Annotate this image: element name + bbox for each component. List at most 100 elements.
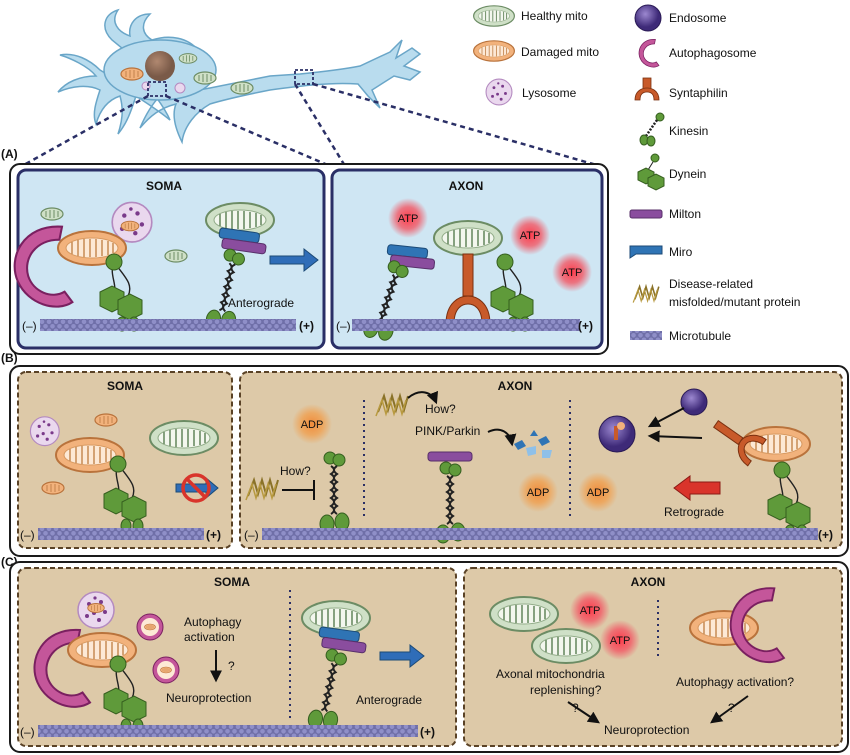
adp-label-3: ADP xyxy=(587,487,610,499)
panel-c-soma-title: SOMA xyxy=(214,575,250,589)
panel-b-axon-box xyxy=(239,371,843,549)
legend-endosome-label: Endosome xyxy=(669,11,727,25)
legend-dynein-label: Dynein xyxy=(669,167,706,181)
autophagy-label-2: activation xyxy=(184,630,235,644)
legend-endosome-icon xyxy=(634,4,662,32)
atp-glow-c-2 xyxy=(600,620,640,660)
legend-kinesin-label: Kinesin xyxy=(669,124,708,138)
curved-arrow xyxy=(407,390,438,405)
panel-b-soma-title: SOMA xyxy=(107,379,143,393)
curved-arrow-2 xyxy=(487,428,517,447)
legend-microtubule-label: Microtubule xyxy=(669,329,731,343)
microtubule-c xyxy=(38,725,418,737)
legend-healthy-mito-icon xyxy=(473,5,516,27)
neuron-illustration xyxy=(21,8,601,168)
legend-miro-label: Miro xyxy=(669,245,693,259)
adp-glow xyxy=(292,404,332,444)
small-healthy-mito xyxy=(40,207,64,221)
legend-milton-icon xyxy=(629,209,663,219)
fragmented-adaptor-icon xyxy=(514,430,552,458)
legend-damaged-mito-icon xyxy=(473,40,516,62)
autophagy-label-1: Autophagy xyxy=(184,615,241,629)
pink-parkin-label: PINK/Parkin xyxy=(415,424,480,438)
autophagy-q-label: Autophagy activation? xyxy=(676,675,794,689)
minus-end-label-b: (–) xyxy=(20,528,35,542)
adp-label-2: ADP xyxy=(527,487,550,499)
plus-end-label-c: (+) xyxy=(420,725,435,739)
anterograde-label: Anterograde xyxy=(228,296,294,310)
panel-c-axon-box xyxy=(463,567,843,747)
legend-miro-icon xyxy=(629,245,663,259)
panel-c-axon-title: AXON xyxy=(631,575,666,589)
healthy-mito-c-axon xyxy=(489,596,559,632)
question-mark-c-2: ? xyxy=(728,701,735,715)
small-healthy-mito-2 xyxy=(164,249,188,263)
arrow-to-endolysosome-2 xyxy=(647,430,703,443)
autophagosome-small-2 xyxy=(152,656,180,684)
atp-glow-3 xyxy=(552,252,592,292)
replenish-label-1: Axonal mitochondria xyxy=(496,667,605,681)
legend-damaged-mito-label: Damaged mito xyxy=(521,45,599,59)
panel-a-label: (A) xyxy=(1,147,18,161)
microtubule xyxy=(40,319,296,331)
adp-label: ADP xyxy=(301,419,324,431)
legend-syntaphilin-icon xyxy=(634,77,660,101)
lysosome-b xyxy=(29,416,60,447)
microtubule-b-soma xyxy=(38,528,204,540)
legend-syntaphilin-label: Syntaphilin xyxy=(669,86,728,100)
legend-dynein-icon xyxy=(637,153,665,191)
plus-end-label: (+) xyxy=(299,319,314,333)
adp-glow-3 xyxy=(578,472,618,512)
legend-kinesin-icon xyxy=(639,112,665,147)
question-mark-c: ? xyxy=(572,701,579,715)
question-mark: ? xyxy=(228,659,235,673)
healthy-mito-anchored xyxy=(433,220,503,256)
legend: Healthy mito Damaged mito Lysosome Endos… xyxy=(473,4,800,343)
legend-healthy-mito-label: Healthy mito xyxy=(521,9,588,23)
anterograde-label-c: Anterograde xyxy=(356,693,422,707)
legend-lysosome-label: Lysosome xyxy=(522,86,577,100)
panel-a-axon-title: AXON xyxy=(449,179,484,193)
syntaphilin-b xyxy=(713,420,767,467)
legend-lysosome-icon xyxy=(485,78,513,106)
atp-label-c: ATP xyxy=(580,605,601,617)
how-label-2: How? xyxy=(425,402,456,416)
how-label: How? xyxy=(280,464,311,478)
atp-label: ATP xyxy=(398,213,419,225)
blocked-transport-icon xyxy=(175,473,219,503)
panel-c: (C) SOMA Autophagy activation ? Neuropro… xyxy=(1,555,849,753)
anterograde-arrow-c xyxy=(379,643,425,669)
inhibition-arrow xyxy=(282,480,315,500)
atp-label-2: ATP xyxy=(520,230,541,242)
autophagosome-small xyxy=(136,613,164,641)
small-damaged-mito xyxy=(94,413,118,427)
endosome xyxy=(680,388,708,416)
endosome-cargo xyxy=(614,422,625,440)
minus-end-label-c: (–) xyxy=(20,725,35,739)
plus-end-label-axon: (+) xyxy=(578,319,593,333)
legend-autophagosome-icon xyxy=(638,38,660,68)
neuroprotection-label-c: Neuroprotection xyxy=(604,723,689,737)
damaged-mito-axon xyxy=(741,426,811,462)
engulfed-mito xyxy=(120,220,140,232)
atp-label-c-2: ATP xyxy=(610,635,631,647)
arrow-to-neuroprotection xyxy=(567,701,600,724)
plus-end-label-b-axon: (+) xyxy=(818,528,833,542)
arrow-to-neuroprotection-2 xyxy=(710,695,749,724)
damaged-mito-c-axon xyxy=(689,610,759,646)
atp-label-3: ATP xyxy=(562,267,583,279)
healthy-mito-b xyxy=(149,420,219,456)
milton-b xyxy=(427,451,473,462)
arrow-to-endolysosome xyxy=(647,407,685,428)
legend-milton-label: Milton xyxy=(669,207,701,221)
healthy-mito-c-axon-2 xyxy=(531,628,601,664)
adp-glow-2 xyxy=(518,472,558,512)
legend-protein-label-2: misfolded/mutant protein xyxy=(669,295,800,309)
microtubule-b-axon xyxy=(262,528,818,540)
panel-b-axon-title: AXON xyxy=(498,379,533,393)
retrograde-arrow xyxy=(673,475,721,501)
retrograde-label: Retrograde xyxy=(664,505,724,519)
plus-end-label-b: (+) xyxy=(206,528,221,542)
panel-a-soma-title: SOMA xyxy=(146,179,182,193)
